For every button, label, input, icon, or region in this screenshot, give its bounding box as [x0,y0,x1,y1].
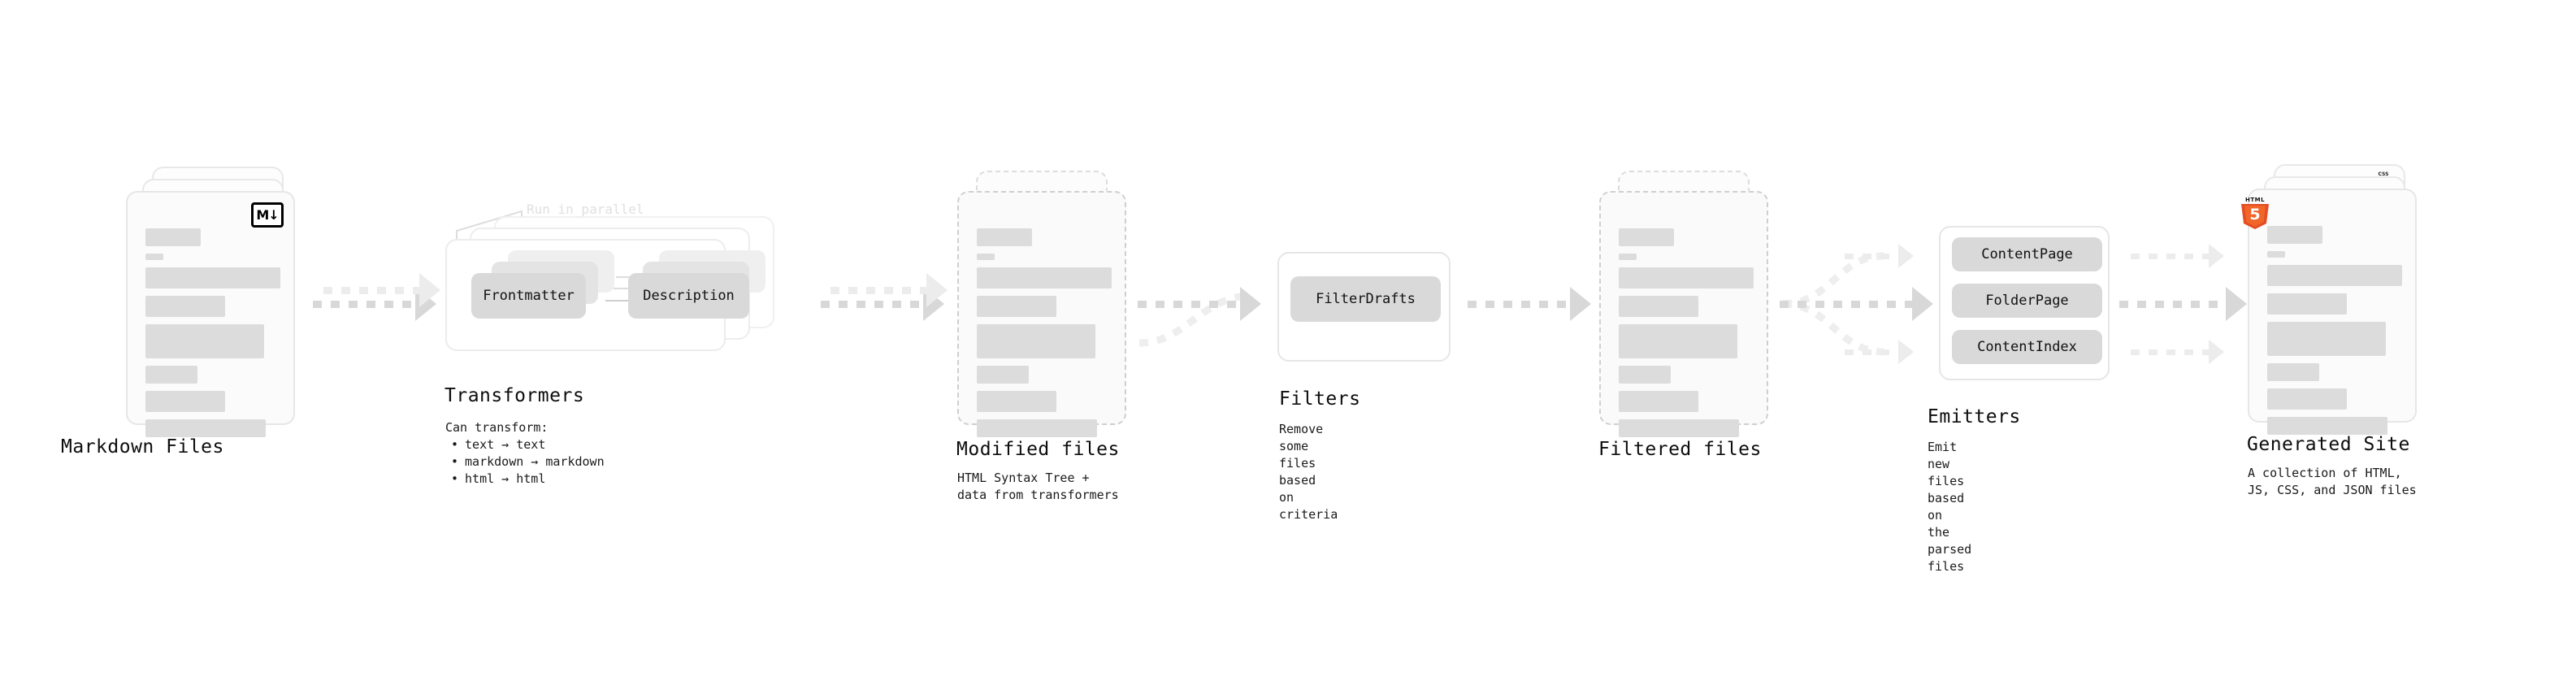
generated-placeholder-lines [2267,226,2402,442]
html5-badge-number: 5 [2249,206,2261,223]
stage-title-transformers: Transformers [445,385,585,406]
connector-modified-to-filters [1138,287,1264,321]
transformers-bullet-0: text → text [451,436,605,453]
generated-site-description-line-1: JS, CSS, and JSON files [2248,483,2417,497]
emitter-node-contentpage[interactable]: ContentPage [1952,237,2102,271]
emitters-description-line-1: the parsed files [1928,525,1972,574]
run-in-parallel-annotation: Run in parallel [527,202,644,217]
stage-title-filtered-files: Filtered files [1598,439,1762,460]
transformers-bullet-2: html → html [451,471,605,488]
stage-filtered-files: Filtered files [1598,171,1774,460]
markdown-badge-icon: M↓ [251,202,284,228]
emitters-description-line-0: Emit new files based on [1928,440,1965,523]
modified-placeholder-lines [977,228,1112,445]
markdown-placeholder-lines [145,228,280,445]
connector-emitters-to-site-middle [2119,287,2249,321]
stage-title-emitters: Emitters [1928,406,2021,427]
filtered-card-stack [1599,171,1774,437]
filters-group-box: FilterDrafts [1277,252,1451,362]
filtered-placeholder-lines [1619,228,1754,445]
transformers-description: Can transform: text → text markdown → ma… [445,419,605,488]
stage-title-filters: Filters [1279,388,1361,410]
emitters-group-box: ContentPage FolderPage ContentIndex [1939,226,2110,380]
connector-markdown-to-transformers-ghost [323,273,441,307]
connector-transformers-to-modified-files-ghost [830,273,948,307]
html5-badge-word: HTML [2244,197,2266,203]
stage-title-modified-files: Modified files [956,439,1120,460]
stage-markdown-files: M↓ Markdown Files [61,167,313,458]
modified-files-description: HTML Syntax Tree + data from transformer… [957,470,1119,504]
filter-node-filterdrafts[interactable]: FilterDrafts [1290,276,1441,322]
filtered-card-front [1599,191,1768,437]
emitter-node-contentindex[interactable]: ContentIndex [1952,330,2102,364]
modified-files-description-line-0: HTML Syntax Tree + [957,471,1090,485]
html5-badge-icon: HTML 5 [2241,197,2269,229]
modified-files-description-line-1: data from transformers [957,488,1119,502]
emitters-description: Emit new files based on the parsed files [1928,439,1971,575]
emitter-node-folderpage[interactable]: FolderPage [1952,284,2102,318]
css3-badge-label: CSS [2378,171,2389,177]
transformers-bullet-1: markdown → markdown [451,453,605,471]
filters-description-line-0: Remove some files based [1279,422,1324,488]
stage-transformers: Run in parallel Frontmatter Description … [445,202,774,486]
connector-filtered-to-emitters-fanout [1782,252,1884,356]
markdown-card-front: M↓ [126,191,295,437]
transformer-node-frontmatter[interactable]: Frontmatter [471,273,586,319]
stage-generated-site: CSS HTML 5 Ge [2241,164,2435,497]
generated-card-stack: CSS HTML 5 [2241,164,2435,435]
generated-card-front: HTML 5 [2241,189,2417,435]
stage-modified-files: Modified files HTML Syntax Tree + data f… [956,171,1132,502]
generated-site-description: A collection of HTML, JS, CSS, and JSON … [2248,465,2417,499]
connector-filtered-to-emitter-middle [1780,287,1936,321]
stage-title-generated-site: Generated Site [2247,434,2410,455]
filters-description-line-1: on criteria [1279,490,1338,522]
stage-title-markdown-files: Markdown Files [61,436,224,458]
transformers-bullet-list: text → text markdown → markdown html → h… [451,436,605,488]
transformers-box-stack: Frontmatter Description [445,202,774,351]
markdown-card-stack: M↓ [126,167,313,437]
connector-filters-to-filtered-files [1468,287,1594,321]
modified-card-front [957,191,1126,437]
connector-emitters-to-site-bottom [2131,340,2244,364]
filters-description: Remove some files based on criteria [1279,421,1338,523]
connector-modified-to-filters-curve [1138,292,1252,347]
transformers-description-line-0: Can transform: [445,420,549,435]
connector-filtered-to-emitter-bottom [1845,340,1934,364]
generated-site-description-line-0: A collection of HTML, [2248,466,2402,480]
modified-card-stack [957,171,1132,437]
transformer-node-description[interactable]: Description [628,273,749,319]
connector-filtered-to-emitter-top [1845,244,1934,268]
connector-emitters-to-site-top [2131,244,2244,268]
